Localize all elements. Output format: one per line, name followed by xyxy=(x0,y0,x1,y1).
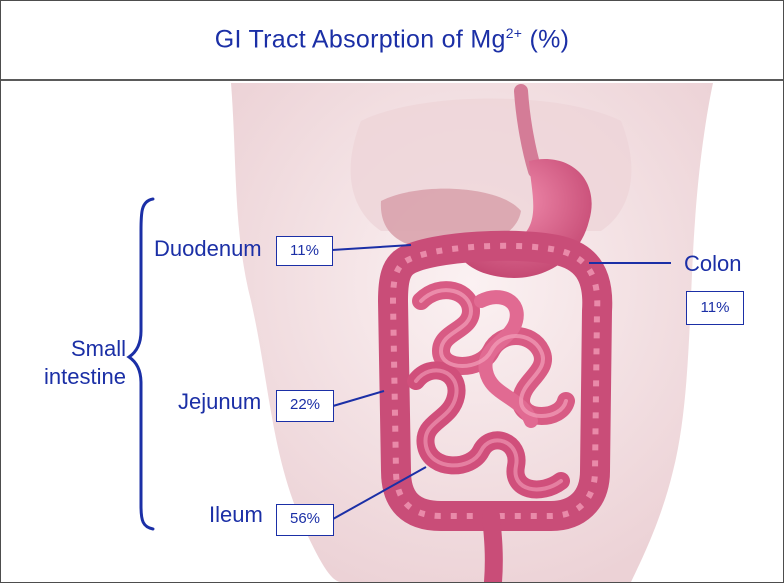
duodenum-value-box: 11% xyxy=(276,236,333,266)
title-bar: GI Tract Absorption of Mg2+ (%) xyxy=(1,1,783,81)
title-text: GI Tract Absorption of Mg xyxy=(215,26,506,54)
ileum-value-box: 56% xyxy=(276,504,334,536)
small-intestine-label-line2: intestine xyxy=(31,363,126,391)
jejunum-label: Jejunum xyxy=(178,389,261,415)
title-suffix: (%) xyxy=(522,26,569,54)
diagram-title: GI Tract Absorption of Mg2+ (%) xyxy=(215,25,570,54)
small-intestine-brace xyxy=(129,199,153,529)
title-superscript: 2+ xyxy=(506,25,523,41)
rectum xyxy=(491,516,494,582)
jejunum-value-box: 22% xyxy=(276,390,334,422)
small-intestine-label: Small intestine xyxy=(31,335,126,391)
anatomy-illustration xyxy=(1,81,783,582)
small-intestine-label-line1: Small xyxy=(31,335,126,363)
colon-label: Colon xyxy=(684,251,741,277)
duodenum-label: Duodenum xyxy=(154,236,262,262)
colon-value-box: 11% xyxy=(686,291,744,325)
ileum-label: Ileum xyxy=(209,502,263,528)
